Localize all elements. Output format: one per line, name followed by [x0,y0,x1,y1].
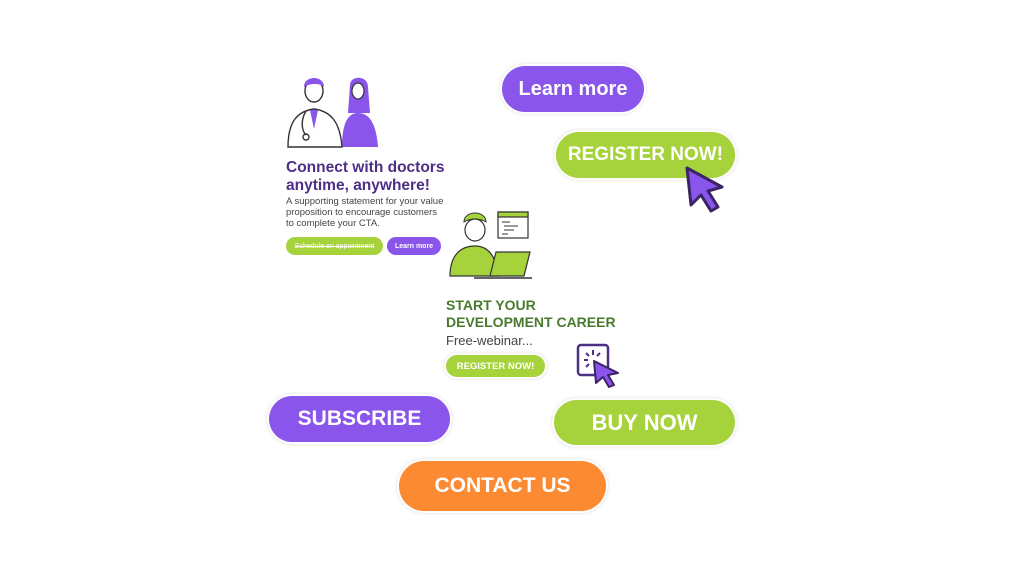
dev-title-line1: START YOUR [446,297,536,313]
buy-now-button[interactable]: BUY NOW [554,400,735,445]
subscribe-button[interactable]: SUBSCRIBE [269,396,450,442]
schedule-appointment-button[interactable]: Schedule an appointment [286,237,383,255]
developer-laptop-illustration [449,211,532,279]
doctor-title-line2: anytime, anywhere! [286,177,430,194]
contact-us-button[interactable]: CONTACT US [399,461,606,511]
doctor-patient-illustration [287,77,378,148]
doctor-body-line1: A supporting statement for your value [286,196,444,207]
dev-card-title: START YOUR DEVELOPMENT CAREER [446,297,656,331]
register-now-button[interactable]: REGISTER NOW! [556,132,735,178]
doctor-body-line3: to complete your CTA. [286,218,380,229]
doctor-card-body: A supporting statement for your value pr… [286,196,466,229]
dev-register-now-button[interactable]: REGISTER NOW! [446,355,545,377]
learn-more-button[interactable]: Learn more [502,66,644,112]
click-cursor-icon [576,343,619,388]
dev-title-line2: DEVELOPMENT CAREER [446,314,616,330]
doctor-card-title: Connect with doctors anytime, anywhere! [286,159,496,195]
doctor-title-line1: Connect with doctors [286,159,445,176]
dev-card-subtitle: Free-webinar... [446,333,533,348]
doctor-learn-more-button[interactable]: Learn more [387,237,441,255]
doctor-body-line2: proposition to encourage customers [286,207,438,218]
cursor-arrow-icon [685,166,724,213]
